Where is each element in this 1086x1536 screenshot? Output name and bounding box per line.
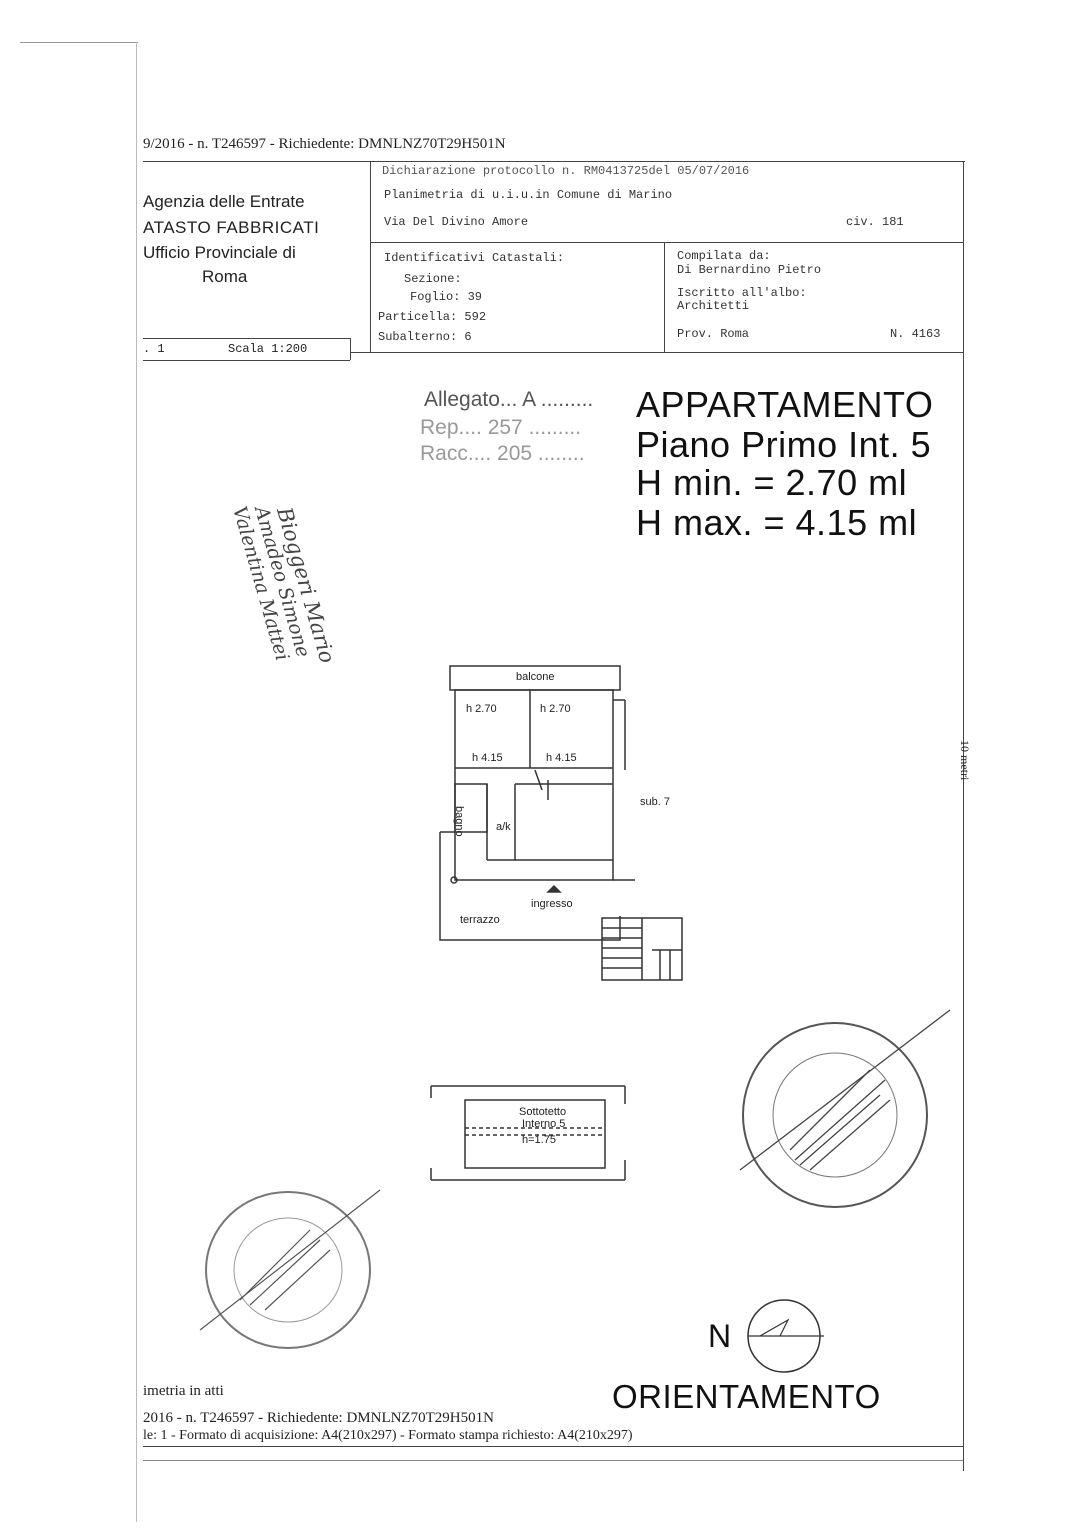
footer-plan-status: imetria in atti [143, 1383, 224, 1399]
agency-office: Ufficio Provinciale di [143, 243, 296, 262]
room2-height-low: h 2.70 [540, 703, 571, 715]
allegato-line: Allegato... A ......... [424, 388, 594, 411]
floor-plan-drawing [439, 665, 683, 981]
room1-height-low: h 2.70 [466, 703, 497, 715]
neighbor-sub-label: sub. 7 [640, 796, 670, 808]
header-mid-rule [370, 242, 963, 243]
sheet-number: . 1 [143, 342, 165, 356]
agency-name: Agenzia delle Entrate [143, 192, 305, 211]
compass-icon [747, 1299, 824, 1373]
municipality-line: Planimetria di u.i.u.in Comune di Marino [384, 188, 673, 202]
civic-number: civ. 181 [846, 215, 904, 229]
footer-rule-2 [143, 1460, 963, 1461]
north-letter: N [708, 1318, 732, 1354]
orientation-label: ORIENTAMENTO [612, 1378, 881, 1415]
header-divider-vertical [370, 161, 371, 353]
header-ids-divider [664, 242, 665, 353]
terrace-label: terrazzo [460, 914, 500, 926]
attic-plan-drawing [430, 1085, 626, 1181]
scan-edge-line [20, 42, 138, 43]
header-bottom-rule [350, 352, 963, 353]
racc-line: Racc.... 205 ........ [420, 442, 585, 465]
agency-city: Roma [202, 267, 248, 286]
attic-height: h=1.75 [522, 1134, 556, 1146]
footer-rule [143, 1446, 963, 1447]
room1-height-high: h 4.15 [472, 752, 503, 764]
province-field: Prov. Roma [677, 327, 750, 341]
scale-bar-label: 10 metri [958, 740, 972, 781]
entrance-label: ingresso [531, 898, 573, 910]
subalterno-field: Subalterno: 6 [378, 330, 472, 344]
bathroom-label: bagno [453, 806, 465, 837]
balcony-label: balcone [516, 671, 555, 683]
min-height: H min. = 2.70 ml [636, 462, 908, 503]
compiled-by-label: Compilata da: [677, 249, 771, 263]
agency-cadastre: ATASTO FABBRICATI [143, 218, 320, 237]
scale-box-top [143, 338, 350, 339]
room2-height-high: h 4.15 [546, 752, 577, 764]
unit-type-title: APPARTAMENTO [636, 384, 934, 425]
notary-stamp-left [199, 1189, 381, 1349]
foglio-field: Foglio: 39 [410, 290, 483, 304]
request-header-line: 9/2016 - n. T246597 - Richiedente: DMNLN… [143, 136, 506, 152]
rep-line: Rep.... 257 ......... [420, 416, 582, 439]
scan-edge-vertical [136, 42, 137, 1522]
particella-field: Particella: 592 [378, 310, 487, 324]
registration-number: N. 4163 [890, 327, 941, 341]
register-name: Architetti [677, 299, 750, 313]
footer-format-line: le: 1 - Formato di acquisizione: A4(210x… [143, 1428, 633, 1443]
protocol-line: Dichiarazione protocollo n. RM0413725del… [382, 164, 750, 178]
identifiers-title: Identificativi Catastali: [384, 251, 565, 265]
street-address: Via Del Divino Amore [384, 215, 529, 229]
max-height: H max. = 4.15 ml [636, 502, 918, 543]
attic-label: Sottotetto [519, 1106, 567, 1118]
floor-interior: Piano Primo Int. 5 [636, 424, 932, 465]
scale-box-bottom [143, 360, 350, 361]
header-top-rule [143, 161, 965, 162]
plan-scale: Scala 1:200 [228, 342, 308, 356]
frame-right-edge [963, 161, 964, 1471]
scale-box-right [350, 338, 351, 360]
registered-label: Iscritto all'albo: [677, 286, 807, 300]
living-kitchen-label: a/k [496, 821, 511, 833]
sezione-field: Sezione: [404, 272, 462, 286]
attic-interior: Interno 5 [522, 1118, 566, 1130]
notary-stamp-right [739, 1009, 951, 1208]
footer-request-line: 2016 - n. T246597 - Richiedente: DMNLNZ7… [143, 1410, 494, 1426]
compiler-name: Di Bernardino Pietro [677, 263, 822, 277]
